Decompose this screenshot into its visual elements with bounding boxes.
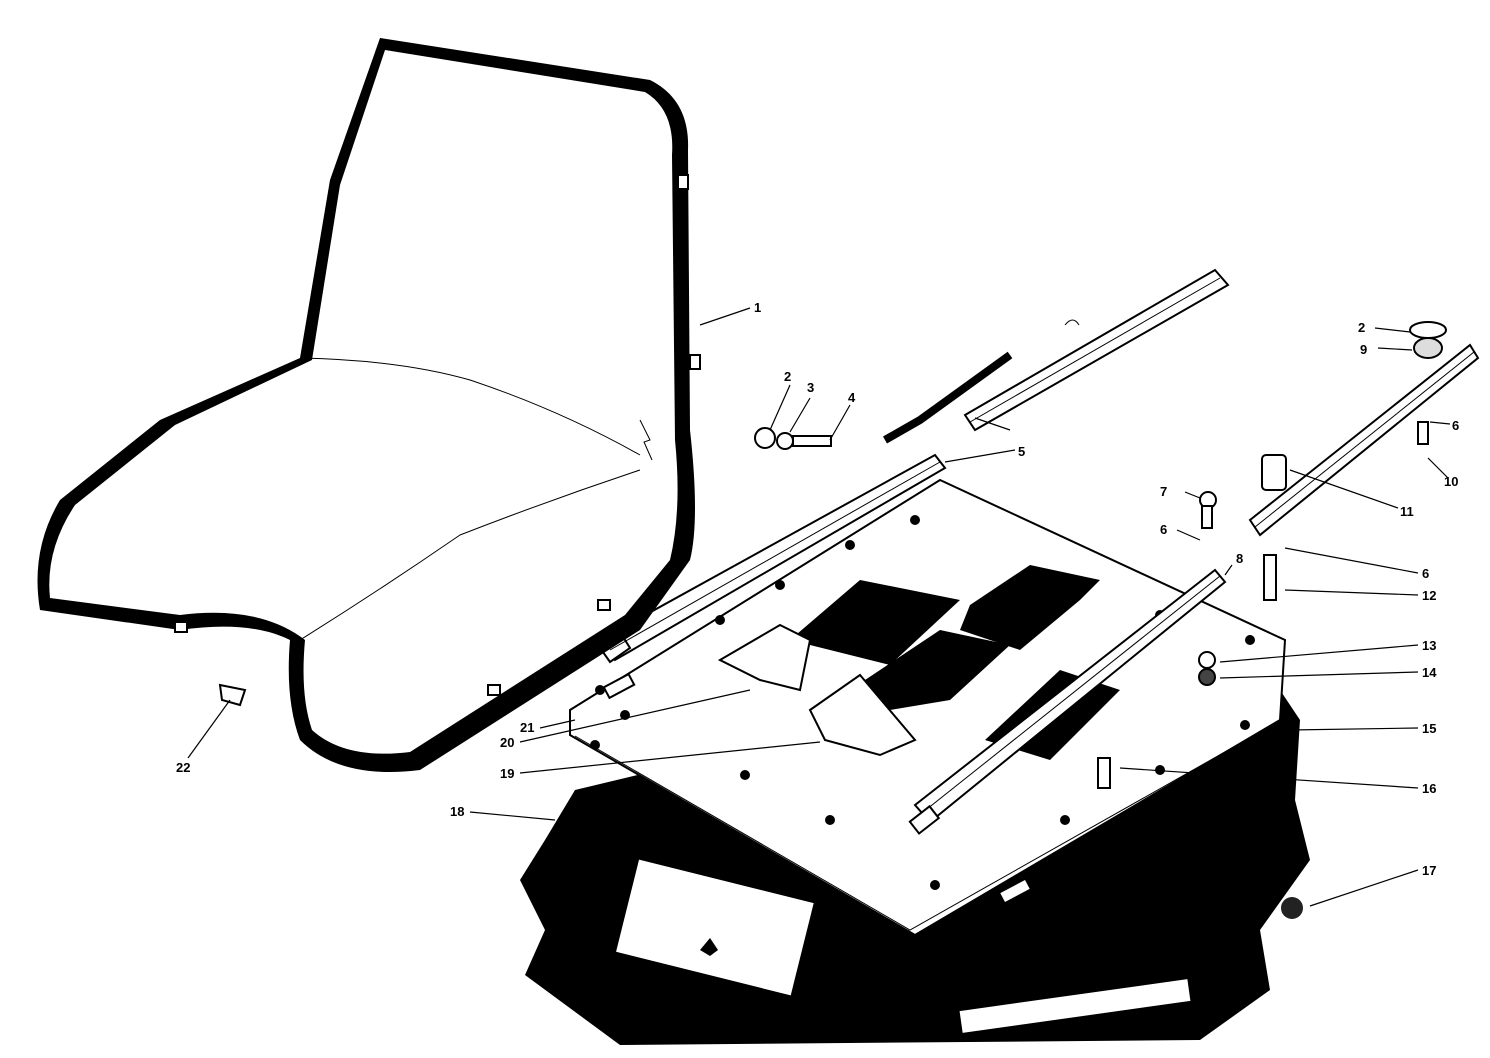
bumper-17 (1281, 897, 1303, 919)
callout-17: 17 (1422, 863, 1436, 878)
callout-14: 14 (1422, 665, 1437, 680)
callout-1: 1 (754, 300, 761, 315)
grommet-2-right (1409, 321, 1447, 339)
callout-18: 18 (450, 804, 464, 819)
callout-9: 9 (1360, 342, 1367, 357)
callout-13: 13 (1422, 638, 1436, 653)
callout-7: 7 (1160, 484, 1167, 499)
callout-16: 16 (1422, 781, 1436, 796)
callout-15: 15 (1422, 721, 1436, 736)
spacer-11 (1261, 454, 1287, 491)
adjuster-handle (883, 351, 1013, 444)
callout-21: 21 (520, 720, 534, 735)
callout-3: 3 (807, 380, 814, 395)
upper-seat-rail-left (883, 268, 1230, 444)
shim-19 (808, 673, 917, 757)
base-label-plate (616, 859, 814, 996)
callout-labels: 1 2 3 4 5 2 9 6 10 11 7 6 8 6 12 13 14 1… (176, 300, 1459, 878)
shims (717, 623, 917, 757)
callout-5: 5 (1018, 444, 1025, 459)
nut-14 (1198, 668, 1216, 686)
callout-6-top: 6 (1452, 418, 1459, 433)
leader-lines (187, 307, 1451, 907)
callout-8: 8 (1236, 551, 1243, 566)
callout-10: 10 (1444, 474, 1458, 489)
bolt-7 (1201, 505, 1213, 529)
callout-6-low: 6 (1422, 566, 1429, 581)
bolt-16 (1097, 757, 1111, 789)
callout-11: 11 (1400, 504, 1414, 519)
washer-2-left (754, 427, 776, 449)
washer-13 (1198, 651, 1216, 669)
bolt-4 (792, 435, 832, 447)
bolt-10 (1417, 421, 1429, 445)
spacer-9 (1413, 337, 1443, 359)
callout-12: 12 (1422, 588, 1436, 603)
callout-22: 22 (176, 760, 190, 775)
seat-cushion (37, 38, 701, 772)
callout-20: 20 (500, 735, 514, 750)
plate-cutout-left (790, 580, 960, 665)
upper-seat-rail-right (1248, 321, 1480, 537)
callout-2-right: 2 (1358, 320, 1365, 335)
callout-4: 4 (848, 390, 856, 405)
slide-rail-right (908, 568, 1227, 835)
bolt-12 (1263, 554, 1277, 601)
washer-3 (776, 432, 794, 450)
hardware-bolts (754, 421, 1429, 789)
clip-22 (218, 683, 247, 707)
callout-19: 19 (500, 766, 514, 781)
callout-2-left: 2 (784, 369, 791, 384)
callout-6-mid: 6 (1160, 522, 1167, 537)
shim-20 (717, 623, 812, 692)
